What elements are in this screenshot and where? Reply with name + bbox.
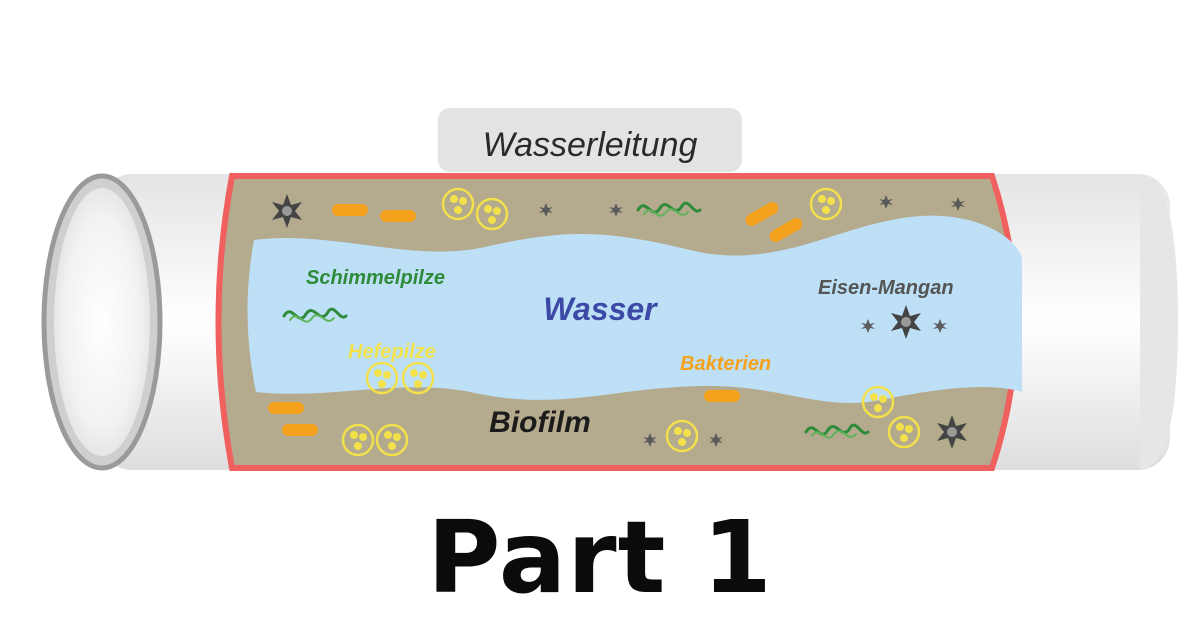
bacteria-rod-icon xyxy=(282,424,318,436)
mold-label: Schimmelpilze xyxy=(306,267,445,289)
bacteria-rod-icon xyxy=(380,210,416,222)
bacteria-rod-icon xyxy=(332,204,368,216)
water-label: Wasser xyxy=(543,291,658,327)
bacteria-rod-icon xyxy=(704,390,740,402)
water-channel xyxy=(247,215,1022,404)
yeast-label: Hefepilze xyxy=(348,341,436,363)
title-tag xyxy=(438,108,742,172)
pipe-diagram: Wasserleitung Wasser Schimmelpilze Hefep… xyxy=(41,108,1178,471)
pipe-right-end xyxy=(1140,174,1178,470)
biofilm-label: Biofilm xyxy=(489,406,591,439)
iron-manganese-label: Eisen-Mangan xyxy=(818,277,954,299)
bacteria-rod-icon xyxy=(268,402,304,414)
pipe-opening-inner xyxy=(54,188,150,456)
title-tag-label: Wasserleitung xyxy=(483,126,698,164)
part-title: Part 1 xyxy=(427,499,773,616)
bacteria-label: Bakterien xyxy=(680,353,771,375)
